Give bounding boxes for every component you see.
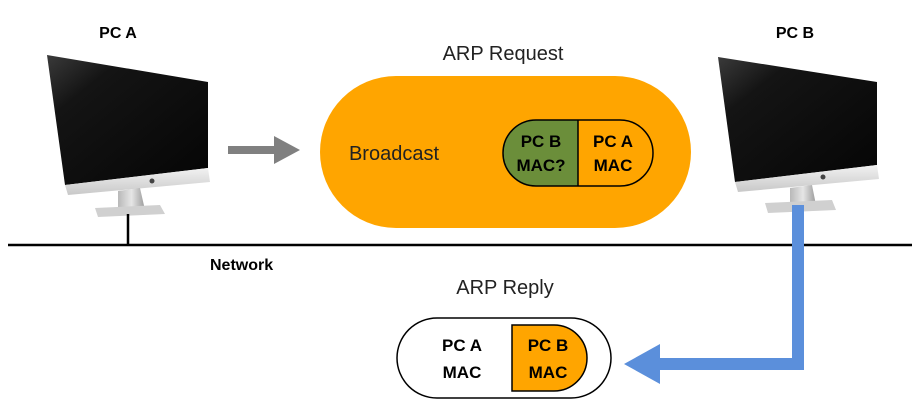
- arp-reply-packet: PC A MAC PC B MAC: [396, 317, 612, 399]
- rep-field1-line1: PC A: [442, 336, 482, 355]
- arp-reply-title: ARP Reply: [456, 277, 553, 299]
- reply-answer-field: [511, 324, 588, 392]
- broadcast-label: Broadcast: [349, 143, 439, 165]
- pc-a-monitor-icon: [47, 55, 210, 217]
- arp-request-title: ARP Request: [443, 43, 564, 65]
- req-field1-line1: PC B: [521, 132, 562, 151]
- req-field2-line2: MAC: [594, 156, 633, 175]
- pc-b-label: PC B: [776, 25, 814, 42]
- arp-request-packet: Broadcast PC B MAC? PC A MAC: [320, 76, 691, 228]
- reply-arrow: [624, 205, 804, 384]
- pc-a-label: PC A: [99, 25, 137, 42]
- rep-field2-line1: PC B: [528, 336, 569, 355]
- network-label: Network: [210, 257, 273, 274]
- pc-a: PC A: [47, 25, 210, 245]
- rep-field2-line2: MAC: [529, 363, 568, 382]
- pc-b-monitor-icon: [718, 57, 879, 213]
- pc-b: PC B: [718, 25, 879, 213]
- answer-field: [578, 120, 653, 186]
- arp-request-fields: PC B MAC? PC A MAC: [502, 119, 654, 187]
- req-field1-line2: MAC?: [516, 156, 565, 175]
- question-field: [503, 120, 578, 186]
- request-arrow: [228, 136, 300, 164]
- req-field2-line1: PC A: [593, 132, 633, 151]
- rep-field1-line2: MAC: [443, 363, 482, 382]
